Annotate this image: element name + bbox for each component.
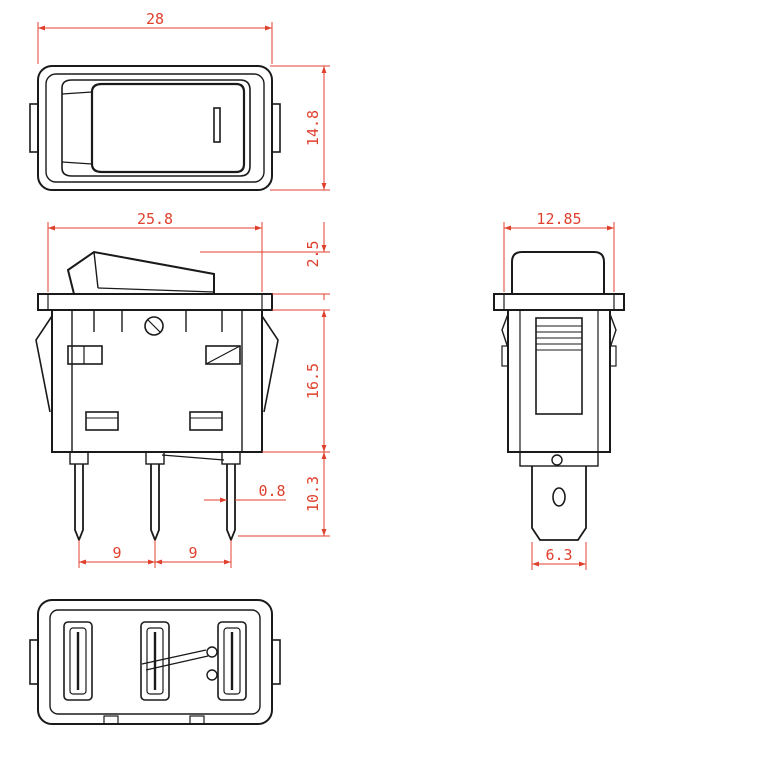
bottom-view xyxy=(29,599,281,725)
front-view-rocker xyxy=(66,250,215,295)
indicator-slot xyxy=(213,107,221,143)
dim-pin-thickness: 0.8 xyxy=(258,482,285,500)
dim-pin-length: 10.3 xyxy=(304,476,322,512)
dim-side-width: 12.85 xyxy=(536,210,581,228)
dim-rocker-height: 2.5 xyxy=(304,240,322,267)
terminal-hole xyxy=(552,487,566,507)
dim-front-width: 25.8 xyxy=(137,210,173,228)
front-view-pins xyxy=(69,451,241,543)
top-view-dimensions xyxy=(37,22,330,191)
side-view-rocker-cap xyxy=(511,251,605,294)
front-view-flange xyxy=(37,293,273,311)
front-view-body xyxy=(35,309,279,453)
lamp-icon xyxy=(206,646,218,658)
side-view xyxy=(493,251,625,541)
dim-top-width: 28 xyxy=(146,10,164,28)
side-view-terminal xyxy=(519,451,599,541)
dim-pin-spacing-left: 9 xyxy=(112,544,121,562)
rivet-icon xyxy=(144,316,164,336)
bottom-view-housing xyxy=(29,599,281,725)
front-view xyxy=(35,250,279,543)
front-view-dimensions xyxy=(47,222,330,568)
side-view-body xyxy=(501,309,617,453)
dim-terminal-width: 6.3 xyxy=(545,546,572,564)
top-view-housing xyxy=(29,65,281,191)
dim-pin-spacing-right: 9 xyxy=(188,544,197,562)
side-view-flange xyxy=(493,293,625,311)
bottom-view-indicator xyxy=(141,646,218,681)
resistor-icon xyxy=(206,669,218,681)
dim-body-height: 16.5 xyxy=(304,363,322,399)
dim-top-height: 14.8 xyxy=(304,110,322,146)
side-view-dimensions xyxy=(503,222,615,570)
top-view-rocker xyxy=(61,79,251,177)
top-view xyxy=(29,65,281,191)
